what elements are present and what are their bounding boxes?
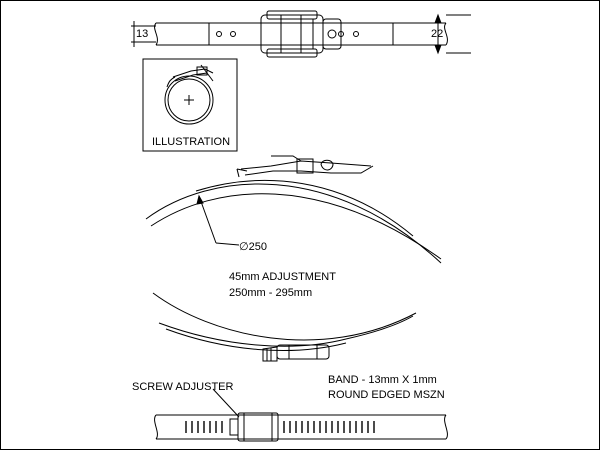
dimension-height-22: 22 xyxy=(431,28,444,40)
diameter-leader xyxy=(196,194,240,246)
screw-adjuster-view xyxy=(154,388,448,442)
band-slots-left xyxy=(185,421,223,433)
band-slots-right xyxy=(283,421,375,433)
illustration-caption: ILLUSTRATION xyxy=(152,136,231,148)
adjustment-range-label: 250mm - 295mm xyxy=(229,287,313,299)
lower-band-arc xyxy=(152,292,417,362)
upper-band-arc xyxy=(145,155,442,264)
illustration-box xyxy=(142,58,238,152)
band-spec-label: BAND - 13mm X 1mm xyxy=(328,374,437,386)
top-view-strap xyxy=(131,10,471,58)
band-finish-label: ROUND EDGED MSZN xyxy=(328,389,445,401)
screw-adjuster-caption: SCREW ADJUSTER xyxy=(132,381,234,393)
dimension-width-13: 13 xyxy=(136,28,149,40)
adjustment-label: 45mm ADJUSTMENT xyxy=(229,271,336,283)
diameter-label: ∅250 xyxy=(239,241,267,253)
